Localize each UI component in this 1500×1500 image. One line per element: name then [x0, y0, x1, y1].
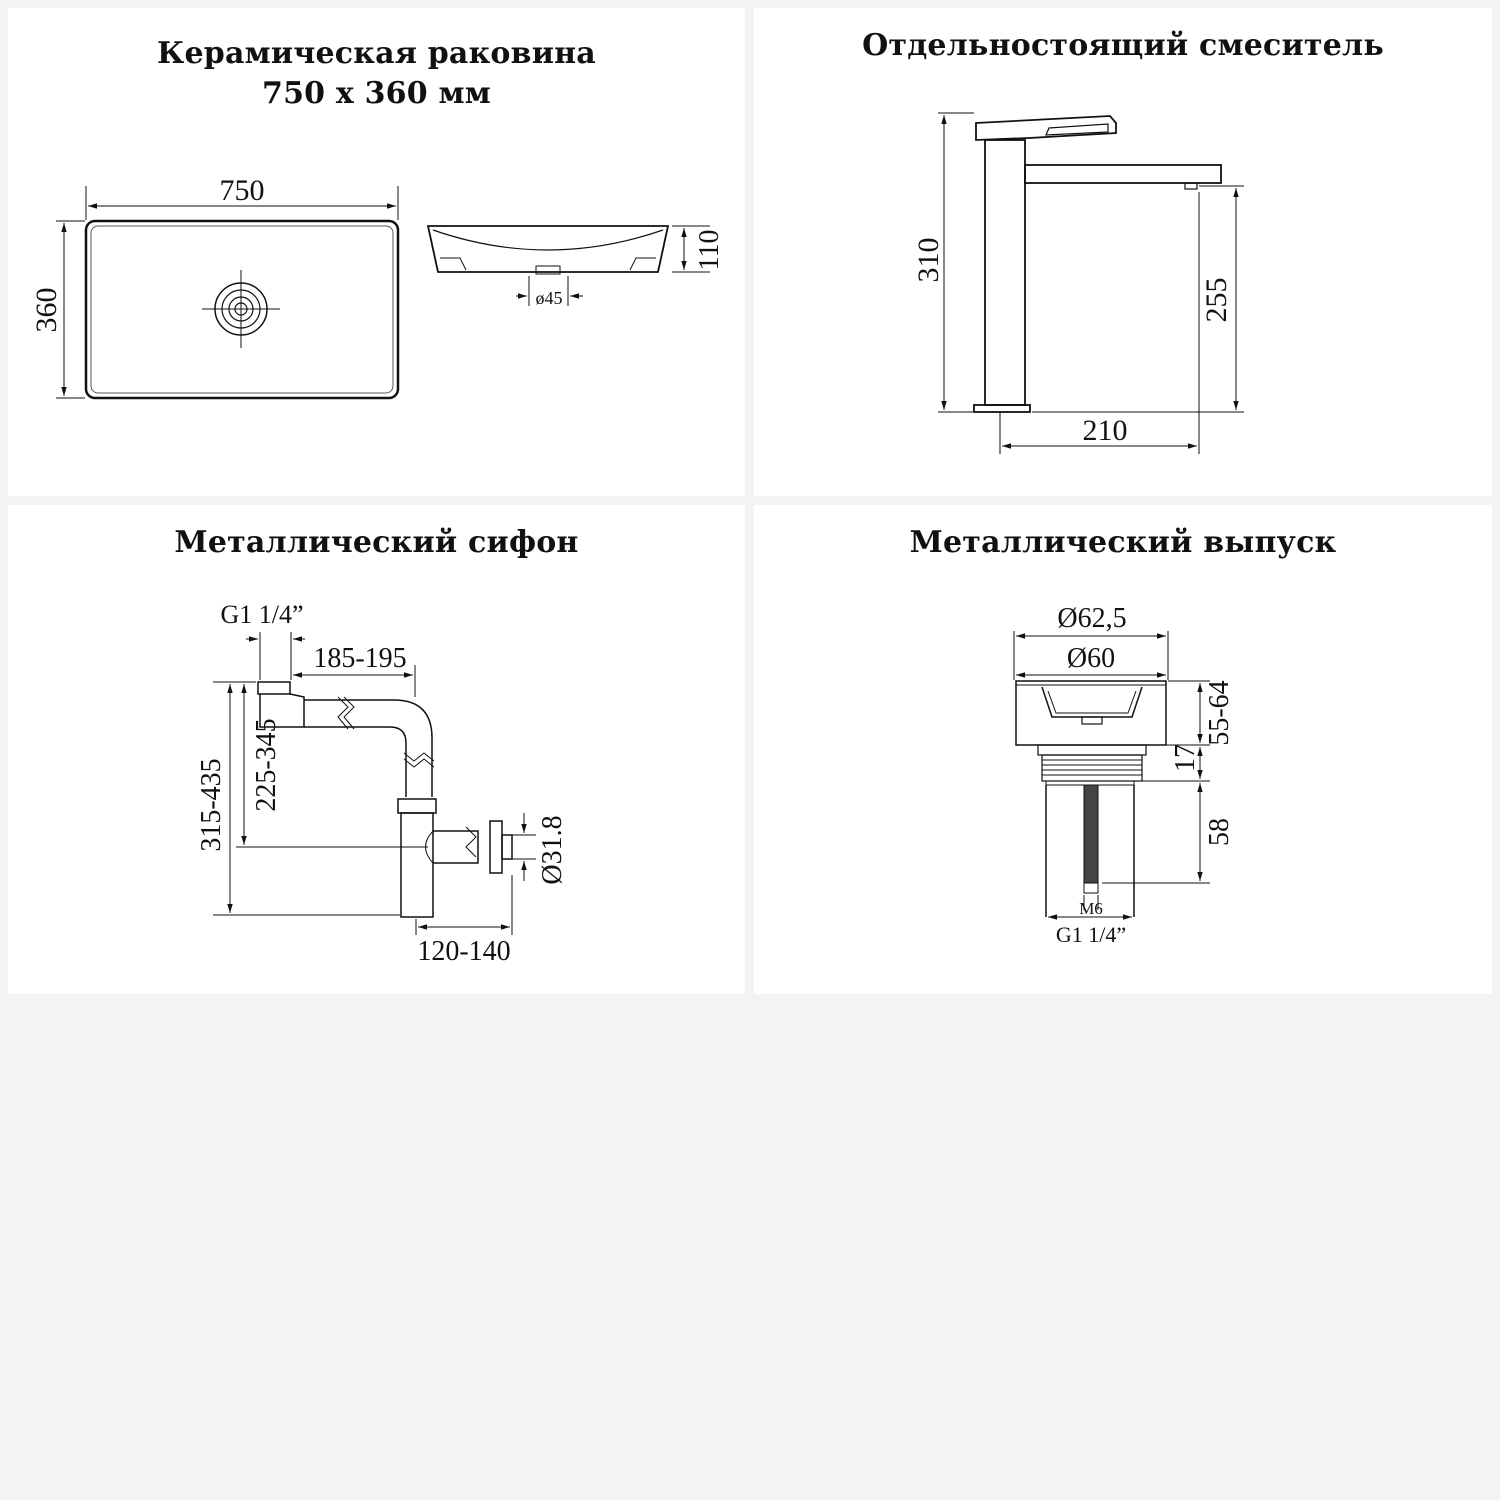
sink-panel: Керамическая раковина 750 х 360 мм 750 3…	[8, 8, 745, 496]
siphon-pipe-length-label: 185-195	[313, 643, 406, 674]
siphon-panel: Металлический сифон G1 1/4” 185-195	[8, 505, 745, 994]
sink-title-line1: Керамическая раковина	[157, 36, 596, 71]
siphon-outlet-offset-label: 120-140	[417, 936, 510, 967]
siphon-total-height-label: 315-435	[196, 758, 227, 851]
drain-bolt-label: M6	[1079, 899, 1103, 918]
sink-title-line2: 750 х 360 мм	[262, 76, 491, 111]
sink-side-view	[426, 225, 670, 275]
sink-drawing: 750 360 110 ø45	[30, 174, 725, 400]
faucet-title: Отдельностоящий смеситель	[862, 28, 1384, 63]
sink-height-label: 110	[694, 230, 725, 271]
sink-width-label: 750	[220, 174, 265, 207]
faucet-reach-label: 210	[1083, 414, 1128, 447]
drain-body-label: 58	[1204, 818, 1235, 846]
drain-height-range-label: 55-64	[1204, 680, 1235, 745]
siphon-title: Металлический сифон	[174, 525, 579, 560]
faucet-spout-height-label: 255	[1200, 278, 1233, 323]
faucet-outline	[973, 115, 1222, 413]
drain-flange-label: 17	[1170, 744, 1201, 772]
drain-panel: Металлический выпуск Ø62,5 Ø60	[754, 505, 1492, 994]
sink-depth-label: 360	[30, 288, 63, 333]
sink-drain-icon	[202, 270, 280, 348]
drain-drawing: Ø62,5 Ø60	[1013, 603, 1235, 947]
drain-outline	[1015, 680, 1167, 917]
siphon-outlet-diameter-label: Ø31.8	[537, 815, 568, 884]
drain-outer-diameter-label: Ø62,5	[1057, 603, 1126, 634]
drain-inner-diameter-label: Ø60	[1067, 643, 1115, 674]
drain-title: Металлический выпуск	[909, 525, 1337, 560]
drain-thread-label: G1 1/4”	[1056, 922, 1126, 947]
sink-drain-label: ø45	[536, 288, 563, 308]
sink-top-view	[84, 219, 400, 400]
siphon-thread-label: G1 1/4”	[220, 600, 303, 629]
faucet-drawing: 310 255 210	[912, 112, 1244, 454]
faucet-panel: Отдельностоящий смеситель 310 255 210	[754, 8, 1492, 496]
faucet-height-label: 310	[912, 238, 945, 283]
siphon-drawing: G1 1/4” 185-195 315-435	[196, 600, 568, 967]
siphon-inlet-height-label: 225-345	[251, 718, 282, 811]
siphon-outline	[257, 681, 513, 918]
